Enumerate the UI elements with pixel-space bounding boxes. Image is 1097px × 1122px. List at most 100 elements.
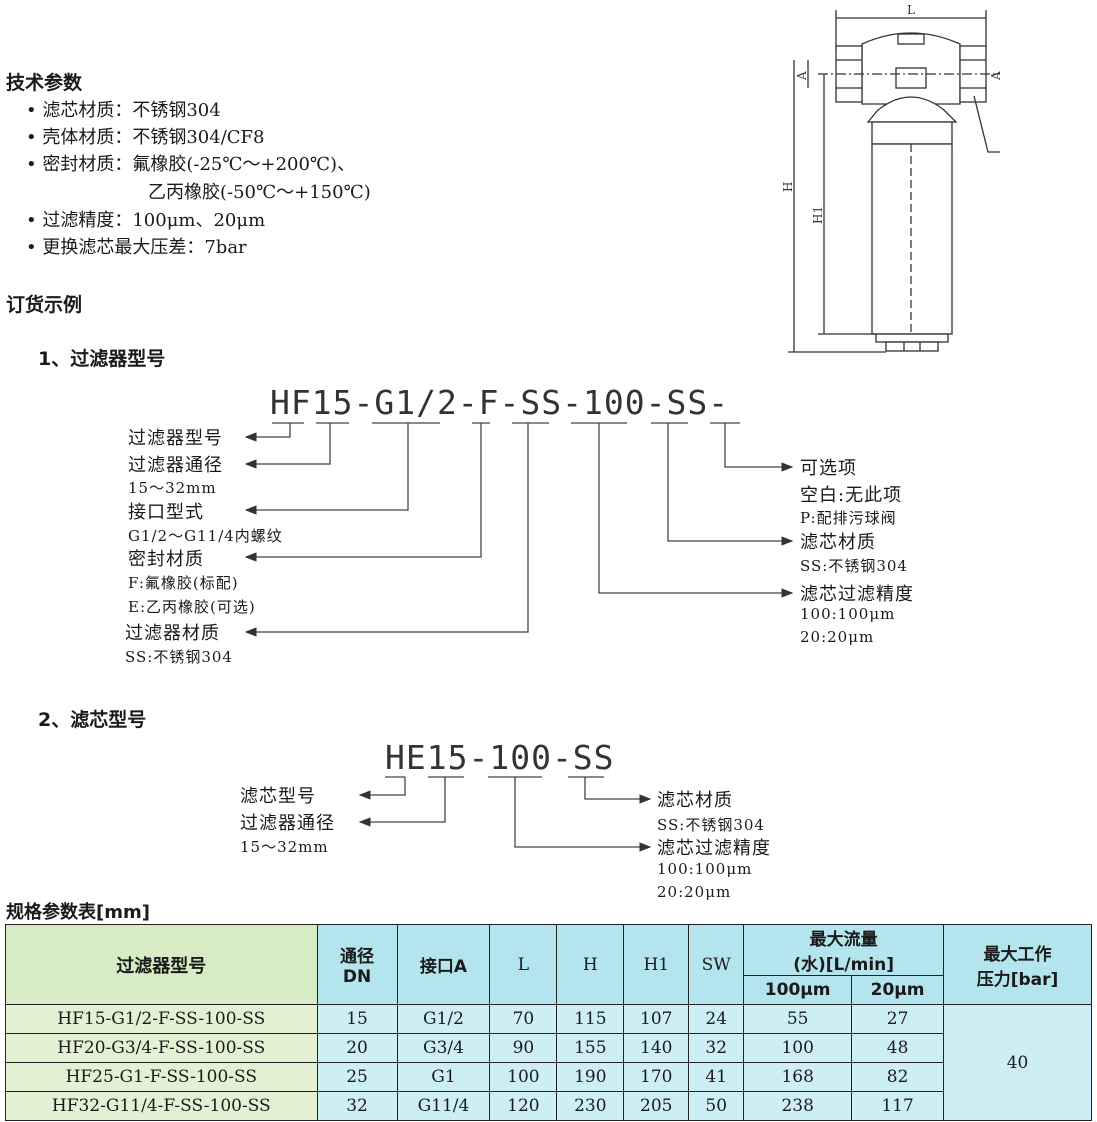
lbl-filter-model: 过滤器型号: [128, 428, 223, 449]
lbl-element-precision-100: 100:100μm: [657, 860, 753, 878]
lbl-element-model: 滤芯型号: [240, 786, 316, 807]
cell-H: 155: [556, 1033, 625, 1063]
cell-dn: 20: [316, 1033, 398, 1063]
cell-flow-100: 238: [743, 1091, 853, 1121]
lbl-filter-housing: 过滤器材质: [125, 623, 220, 644]
cell-flow-20: 82: [851, 1062, 945, 1092]
filter-technical-drawing: L A A H H1 SW: [781, 3, 1000, 353]
table-row: HF25-G1-F-SS-100-SS 25 G1 100 190 170 41…: [5, 1062, 1092, 1092]
cell-port: G3/4: [396, 1033, 491, 1063]
lbl-filter-seal: 密封材质: [128, 549, 204, 570]
lbl-filter-option: 可选项: [800, 458, 857, 479]
dim-A-right: A: [989, 71, 1000, 81]
th-flow-100: 100μm: [743, 975, 853, 1005]
param-precision: • 过滤精度：100μm、20μm: [26, 210, 266, 231]
spec-table: 过滤器型号 通径 DN 接口A L H H1 SW 最大流量 (水)[L/min…: [5, 924, 1092, 1121]
dim-L: L: [907, 3, 915, 17]
cell-flow-100: 168: [743, 1062, 853, 1092]
table-row: HF20-G3/4-F-SS-100-SS 20 G3/4 90 155 140…: [5, 1033, 1092, 1063]
lbl-filter-dn-range: 15～32mm: [128, 479, 217, 497]
lbl-filter-housing-ss: SS:不锈钢304: [125, 648, 233, 666]
element-model-code: HE15-100-SS: [385, 738, 615, 777]
param-element-material: • 滤芯材质：不锈钢304: [26, 100, 221, 121]
cell-port: G1: [396, 1062, 491, 1092]
cell-SW: 32: [688, 1033, 745, 1063]
cell-SW: 50: [688, 1091, 745, 1121]
lbl-filter-option-blank: 空白:无此项: [800, 485, 903, 506]
cell-H1: 140: [623, 1033, 690, 1063]
cell-flow-20: 117: [851, 1091, 945, 1121]
cell-SW: 24: [688, 1004, 745, 1034]
lbl-filter-element-ss: SS:不锈钢304: [800, 557, 908, 575]
param-max-pressure-diff: • 更换滤芯最大压差：7bar: [26, 237, 247, 258]
order-example-title: 订货示例: [6, 294, 83, 316]
th-model: 过滤器型号: [5, 924, 318, 1005]
th-port: 接口A: [396, 924, 491, 1005]
cell-H: 190: [556, 1062, 625, 1092]
cell-dn: 32: [316, 1091, 398, 1121]
dim-H: H: [781, 182, 795, 192]
th-H: H: [556, 924, 625, 1005]
dim-A-left: A: [795, 71, 809, 81]
lbl-element-material-ss: SS:不锈钢304: [657, 816, 765, 834]
th-pressure: 最大工作 压力[bar]: [943, 924, 1092, 1005]
lbl-filter-precision: 滤芯过滤精度: [800, 584, 914, 605]
cell-model: HF25-G1-F-SS-100-SS: [5, 1062, 318, 1092]
lbl-filter-dn: 过滤器通径: [128, 455, 223, 476]
th-dn: 通径 DN: [316, 924, 398, 1005]
cell-dn: 25: [316, 1062, 398, 1092]
lbl-element-material: 滤芯材质: [657, 790, 733, 811]
th-pressure-line2: 压力[bar]: [976, 969, 1059, 990]
spec-table-title: 规格参数表[mm]: [6, 902, 150, 923]
cell-L: 70: [489, 1004, 558, 1034]
cell-model: HF20-G3/4-F-SS-100-SS: [5, 1033, 318, 1063]
lbl-filter-seal-f: F:氟橡胶(标配): [128, 574, 239, 592]
lbl-filter-port-range: G1/2～G11/4内螺纹: [128, 527, 283, 545]
th-L: L: [489, 924, 558, 1005]
cell-port: G11/4: [396, 1091, 491, 1121]
th-flow-line1: 最大流量: [809, 930, 878, 950]
filter-model-code: HF15-G1/2-F-SS-100-SS-: [270, 383, 730, 422]
cell-L: 120: [489, 1091, 558, 1121]
lbl-element-dn-range: 15～32mm: [240, 838, 329, 856]
th-flow-line2: (水)[L/min]: [793, 955, 895, 975]
cell-flow-100: 55: [743, 1004, 853, 1034]
cell-H: 115: [556, 1004, 625, 1034]
cell-flow-100: 100: [743, 1033, 853, 1063]
cell-H1: 170: [623, 1062, 690, 1092]
cell-L: 100: [489, 1062, 558, 1092]
lbl-filter-element: 滤芯材质: [800, 532, 876, 553]
lbl-element-precision: 滤芯过滤精度: [657, 838, 771, 859]
cell-model: HF15-G1/2-F-SS-100-SS: [5, 1004, 318, 1034]
cell-H1: 107: [623, 1004, 690, 1034]
tech-params-title: 技术参数: [6, 72, 83, 94]
cell-L: 90: [489, 1033, 558, 1063]
dim-H1: H1: [811, 206, 825, 224]
param-housing-material: • 壳体材质：不锈钢304/CF8: [26, 127, 265, 148]
cell-dn: 15: [316, 1004, 398, 1034]
cell-SW: 41: [688, 1062, 745, 1092]
filter-model-title: 1、过滤器型号: [38, 348, 166, 370]
cell-flow-20: 48: [851, 1033, 945, 1063]
param-seal-material-2: 乙丙橡胶(-50℃～+150℃): [148, 182, 371, 203]
lbl-filter-precision-100: 100:100μm: [800, 605, 896, 623]
th-dn-line2: DN: [342, 967, 372, 987]
table-row: HF32-G11/4-F-SS-100-SS 32 G11/4 120 230 …: [5, 1091, 1092, 1121]
lbl-filter-port: 接口型式: [128, 502, 204, 523]
cell-H: 230: [556, 1091, 625, 1121]
th-pressure-line1: 最大工作: [983, 944, 1052, 965]
cell-model: HF32-G11/4-F-SS-100-SS: [5, 1091, 318, 1121]
th-flow-20: 20μm: [851, 975, 945, 1005]
element-model-title: 2、滤芯型号: [38, 709, 147, 731]
cell-flow-20: 27: [851, 1004, 945, 1034]
cell-H1: 205: [623, 1091, 690, 1121]
cell-pressure: 40: [943, 1004, 1092, 1121]
th-flow: 最大流量 (水)[L/min]: [743, 924, 945, 976]
table-row: HF15-G1/2-F-SS-100-SS 15 G1/2 70 115 107…: [5, 1004, 1092, 1121]
lbl-element-dn: 过滤器通径: [240, 813, 335, 834]
lbl-element-precision-20: 20:20μm: [657, 883, 732, 901]
lbl-filter-option-p: P:配排污球阀: [800, 509, 897, 527]
param-seal-material: • 密封材质：氟橡胶(-25℃～+200℃)、: [26, 154, 356, 175]
cell-port: G1/2: [396, 1004, 491, 1034]
